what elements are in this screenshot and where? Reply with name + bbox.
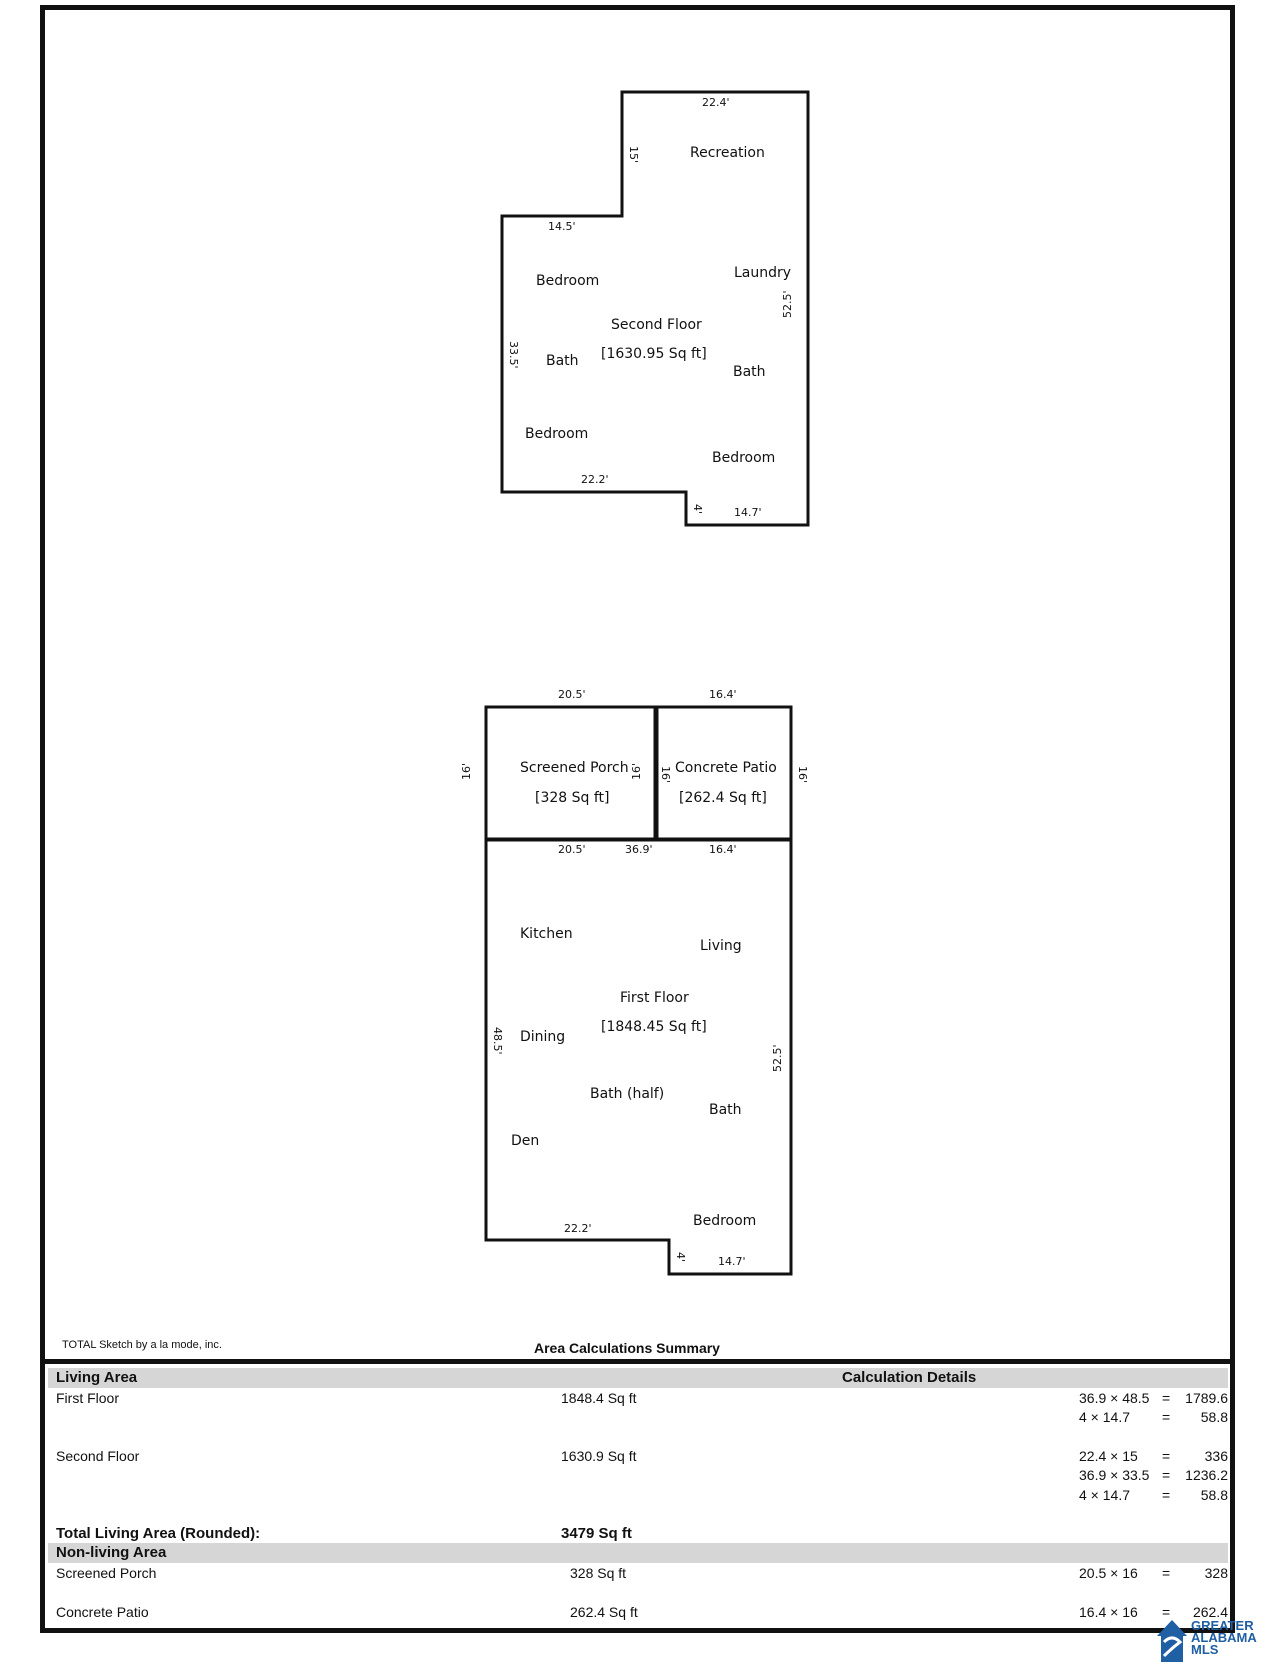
calc-expression: 20.5 × 16: [1079, 1565, 1138, 1581]
calc-result: 328: [1204, 1565, 1228, 1581]
row-area: 1848.4 Sq ft: [561, 1390, 637, 1406]
room-living: Living: [700, 938, 742, 954]
dimension-label: 48.5': [491, 1027, 504, 1055]
calc-details-header: Calculation Details: [842, 1369, 977, 1386]
dimension-label: 4': [691, 504, 704, 514]
floor-area: [1848.45 Sq ft]: [601, 1019, 707, 1035]
room-bedroom: Bedroom: [525, 426, 588, 442]
dimension-label: 36.9': [625, 843, 653, 856]
row-name: Second Floor: [56, 1448, 140, 1464]
calc-equals: =: [1162, 1467, 1171, 1483]
dimension-label: 16.4': [709, 688, 737, 701]
row-name: Concrete Patio: [56, 1604, 149, 1620]
room-bedroom: Bedroom: [693, 1213, 756, 1229]
calc-expression: 4 × 14.7: [1079, 1487, 1130, 1503]
dimension-label: 4': [674, 1252, 687, 1262]
dimension-label: 20.5': [558, 688, 586, 701]
dimension-label: 16': [796, 766, 809, 783]
dimension-label: 52.5': [771, 1044, 784, 1072]
room-laundry: Laundry: [734, 265, 791, 281]
row-area: 262.4 Sq ft: [570, 1604, 638, 1620]
dimension-label: 52.5': [781, 290, 794, 318]
dimension-label: 14.5': [548, 220, 576, 233]
second-floor-outline: [500, 90, 810, 527]
room-bath: Bath: [733, 364, 766, 380]
dimension-label: 20.5': [558, 843, 586, 856]
total-living-label: Total Living Area (Rounded):: [56, 1525, 261, 1542]
room-bath-half: Bath (half): [590, 1086, 664, 1102]
room-screened-porch: Screened Porch: [520, 760, 629, 776]
logo-line: ALABAMA: [1191, 1630, 1257, 1645]
room-area: [328 Sq ft]: [535, 790, 610, 806]
calc-expression: 4 × 14.7: [1079, 1409, 1130, 1425]
row-area: 328 Sq ft: [570, 1565, 627, 1581]
calc-equals: =: [1162, 1487, 1171, 1503]
sketch-credit: TOTAL Sketch by a la mode, inc.: [62, 1339, 222, 1351]
calc-result: 336: [1204, 1448, 1228, 1464]
dimension-label: 22.2': [564, 1222, 592, 1235]
row-area: 1630.9 Sq ft: [561, 1448, 637, 1464]
dimension-label: 22.4': [702, 96, 730, 109]
calc-result: 262.4: [1192, 1604, 1228, 1620]
page-frame: [40, 5, 1235, 1633]
floor-name: First Floor: [620, 990, 689, 1006]
room-bath: Bath: [709, 1102, 742, 1118]
dimension-label: 16.4': [709, 843, 737, 856]
house-icon: [1157, 1620, 1187, 1662]
floor-name: Second Floor: [611, 317, 702, 333]
calc-equals: =: [1162, 1604, 1171, 1620]
room-kitchen: Kitchen: [520, 926, 573, 942]
calc-equals: =: [1162, 1448, 1171, 1464]
dimension-label: 16': [659, 766, 672, 783]
calc-result: 1236.2: [1185, 1467, 1228, 1483]
row-name: Screened Porch: [56, 1565, 157, 1581]
calc-equals: =: [1162, 1565, 1171, 1581]
calc-result: 1789.6: [1185, 1390, 1228, 1406]
row-name: First Floor: [56, 1390, 119, 1406]
dimension-label: 15': [627, 146, 640, 163]
calc-equals: =: [1162, 1390, 1171, 1406]
total-living-value: 3479 Sq ft: [561, 1525, 632, 1542]
dimension-label: 14.7': [718, 1255, 746, 1268]
calc-expression: 36.9 × 33.5: [1079, 1467, 1150, 1483]
living-area-header: Living Area: [56, 1369, 138, 1386]
logo-line: MLS: [1191, 1642, 1219, 1657]
room-den: Den: [511, 1133, 539, 1149]
room-bedroom: Bedroom: [536, 273, 599, 289]
living-area-header-band: [48, 1368, 1228, 1388]
summary-divider: [40, 1359, 1235, 1364]
dimension-label: 14.7': [734, 506, 762, 519]
dimension-label: 16': [630, 763, 643, 780]
dimension-label: 22.2': [581, 473, 609, 486]
dimension-label: 16': [460, 763, 473, 780]
greater-alabama-mls-logo: GREATER ALABAMA MLS: [1155, 1618, 1271, 1664]
calc-expression: 36.9 × 48.5: [1079, 1390, 1150, 1406]
floor-area: [1630.95 Sq ft]: [601, 346, 707, 362]
logo-line: GREATER: [1191, 1618, 1254, 1633]
calc-equals: =: [1162, 1409, 1171, 1425]
logo-text: GREATER ALABAMA MLS: [1191, 1618, 1257, 1657]
room-recreation: Recreation: [690, 145, 765, 161]
calc-result: 58.8: [1200, 1487, 1228, 1503]
calc-expression: 22.4 × 15: [1079, 1448, 1138, 1464]
summary-title: Area Calculations Summary: [534, 1340, 720, 1356]
calc-result: 58.8: [1200, 1409, 1228, 1425]
room-concrete-patio: Concrete Patio: [675, 760, 777, 776]
calc-expression: 16.4 × 16: [1079, 1604, 1138, 1620]
floor-plan-sketch: Recreation Laundry Bedroom Second Floor …: [460, 90, 810, 1276]
room-area: [262.4 Sq ft]: [679, 790, 767, 806]
non-living-header: Non-living Area: [56, 1544, 167, 1561]
room-bedroom: Bedroom: [712, 450, 775, 466]
room-bath: Bath: [546, 353, 579, 369]
room-dining: Dining: [520, 1029, 565, 1045]
first-floor-outline: [484, 838, 793, 1276]
non-living-header-band: [48, 1543, 1228, 1563]
dimension-label: 33.5': [507, 341, 520, 369]
